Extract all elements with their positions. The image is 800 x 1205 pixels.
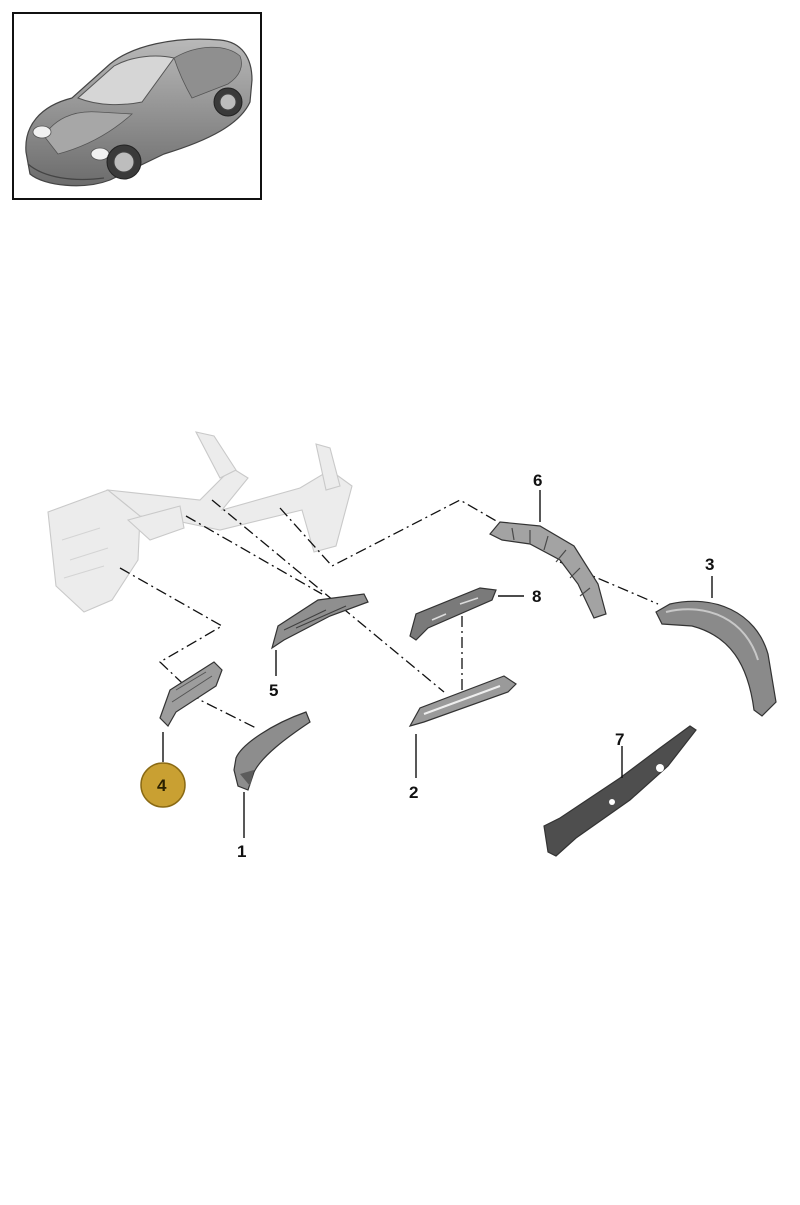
part-6: 6 bbox=[489, 471, 607, 619]
part-5: 5 bbox=[269, 593, 369, 700]
callout-4-label: 4 bbox=[157, 776, 167, 795]
ghost-body-structure bbox=[47, 431, 353, 613]
callout-6-label: 6 bbox=[533, 471, 542, 490]
car-thumbnail-icon bbox=[25, 38, 253, 187]
assembly-dash-lines bbox=[119, 499, 659, 729]
part-2: 2 bbox=[408, 675, 517, 802]
callout-1-label: 1 bbox=[237, 842, 246, 861]
callout-5-label: 5 bbox=[269, 681, 278, 700]
vehicle-thumbnail-frame bbox=[12, 12, 262, 200]
callout-8-label: 8 bbox=[532, 587, 541, 606]
part-8: 8 bbox=[409, 587, 541, 641]
part-3: 3 bbox=[655, 555, 777, 717]
part-1: 1 bbox=[233, 711, 311, 861]
part-4: 4 bbox=[140, 661, 223, 808]
highlight-badge bbox=[140, 762, 186, 808]
callout-2-label: 2 bbox=[409, 783, 418, 802]
callout-3-label: 3 bbox=[705, 555, 714, 574]
callout-7-label: 7 bbox=[615, 730, 624, 749]
part-7: 7 bbox=[543, 725, 697, 857]
